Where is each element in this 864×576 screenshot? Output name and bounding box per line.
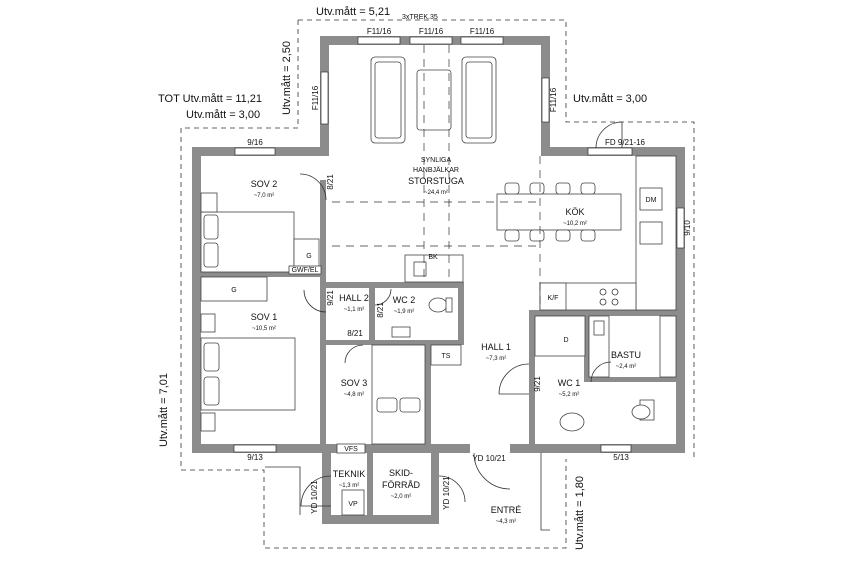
door-label-sov2: 8/21	[326, 174, 335, 190]
room-labels: SYNLIGA HANBJÄLKAR STORSTUGA ~24,4 m² SO…	[251, 157, 641, 525]
opening-labels: F11/16 F11/16 F11/16 F11/16 F11/16 9/16 …	[247, 27, 692, 514]
sov1-area: ~10,5 m²	[252, 326, 276, 332]
storstuga-label: STORSTUGA	[408, 176, 464, 186]
hall2-label: HALL 2	[339, 293, 369, 303]
door-label-wc2: 8/21	[376, 302, 385, 318]
hall2-area: ~1,1 m²	[344, 307, 365, 313]
wc1-area: ~5,2 m²	[559, 392, 580, 398]
door-label-yd-right: YD 10/21	[472, 454, 506, 463]
dim-left-top-height: Utv.mått = 2,50	[281, 41, 293, 115]
wc2-label: WC 2	[393, 295, 416, 305]
wc2-area: ~1,9 m²	[394, 309, 415, 315]
hall1-area: ~7,3 m²	[486, 356, 507, 362]
fixture-gwf: GWF/EL	[292, 267, 319, 274]
dim-left-width: Utv.mått = 3,00	[186, 109, 260, 121]
window-label-sov1: 9/13	[247, 453, 263, 462]
skidforrad-label-2: FÖRRÅD	[382, 480, 421, 490]
fixture-labels: BK DM K/F TS D VP VFS G G GWF/EL	[231, 197, 656, 508]
door-label-hall1: 9/21	[533, 376, 542, 392]
sov3-area: ~4,8 m²	[344, 392, 365, 398]
window-label-sov2: 9/16	[247, 138, 263, 147]
dimension-labels: Utv.mått = 5,21 3xTREK.35 Utv.mått = 2,5…	[158, 6, 647, 550]
skidforrad-label-1: SKID-	[389, 468, 413, 478]
window-label-f11-a: F11/16	[367, 27, 392, 36]
sov2-label: SOV 2	[251, 179, 278, 189]
sov2-area: ~7,0 m²	[254, 193, 275, 199]
fixture-bk: BK	[428, 254, 438, 261]
hall1-label: HALL 1	[481, 342, 511, 352]
dim-total-width: TOT Utv.mått = 11,21	[158, 93, 262, 105]
bastu-label: BASTU	[611, 350, 641, 360]
fixture-kf: K/F	[548, 295, 559, 302]
teknik-label: TEKNIK	[333, 469, 366, 479]
teknik-area: ~1,3 m²	[339, 483, 360, 489]
storstuga-area: ~24,4 m²	[424, 190, 448, 196]
fixture-dm: DM	[646, 197, 657, 204]
door-label-yd-skid: YD 10/21	[442, 476, 451, 510]
sov1-label: SOV 1	[251, 312, 278, 322]
window-label-kok: 9/10	[683, 220, 692, 236]
windows	[233, 36, 685, 453]
fixture-g-sov2: G	[306, 253, 311, 260]
door-label-yd-teknik: YD 10/21	[310, 480, 319, 514]
furniture	[200, 56, 677, 516]
fixture-ts: TS	[442, 353, 451, 360]
fixture-d: D	[563, 337, 568, 344]
door-label-fd: FD 9/21-16	[605, 138, 646, 147]
dim-top-window: 3xTREK.35	[402, 14, 438, 21]
fixture-vp: VP	[348, 501, 358, 508]
fixture-g-sov1: G	[231, 287, 236, 294]
sov3-label: SOV 3	[341, 378, 368, 388]
entre-label: ENTRÉ	[491, 505, 522, 515]
skidforrad-area: ~2,0 m²	[391, 494, 412, 500]
storstuga-label-top: SYNLIGA	[421, 157, 452, 164]
dimension-lines	[180, 19, 695, 549]
dim-left-height: Utv.mått = 7,01	[158, 373, 170, 447]
kok-area: ~10,2 m²	[563, 221, 587, 227]
door-label-hall2: 9/21	[326, 290, 335, 306]
exposed-beams	[332, 45, 541, 310]
dim-right-width: Utv.mått = 3,00	[573, 93, 647, 105]
window-label-f11-b: F11/16	[419, 27, 444, 36]
window-label-f11-right: F11/16	[549, 87, 558, 112]
dim-bottom-right-height: Utv.mått = 1,80	[574, 476, 586, 550]
storstuga-label-mid: HANBJÄLKAR	[413, 166, 459, 174]
door-swings	[265, 121, 623, 531]
kok-label: KÖK	[565, 207, 584, 217]
door-label-sov3: 8/21	[347, 329, 363, 338]
window-label-f11-left: F11/16	[311, 85, 320, 110]
dim-top-width: Utv.mått = 5,21	[316, 6, 390, 18]
entre-area: ~4,3 m²	[496, 519, 517, 525]
wc1-label: WC 1	[558, 378, 581, 388]
bastu-area: ~2,4 m²	[616, 364, 637, 370]
window-label-f11-c: F11/16	[470, 27, 495, 36]
window-label-wc1: 5/13	[613, 453, 629, 462]
fixture-vfs: VFS	[344, 446, 358, 453]
